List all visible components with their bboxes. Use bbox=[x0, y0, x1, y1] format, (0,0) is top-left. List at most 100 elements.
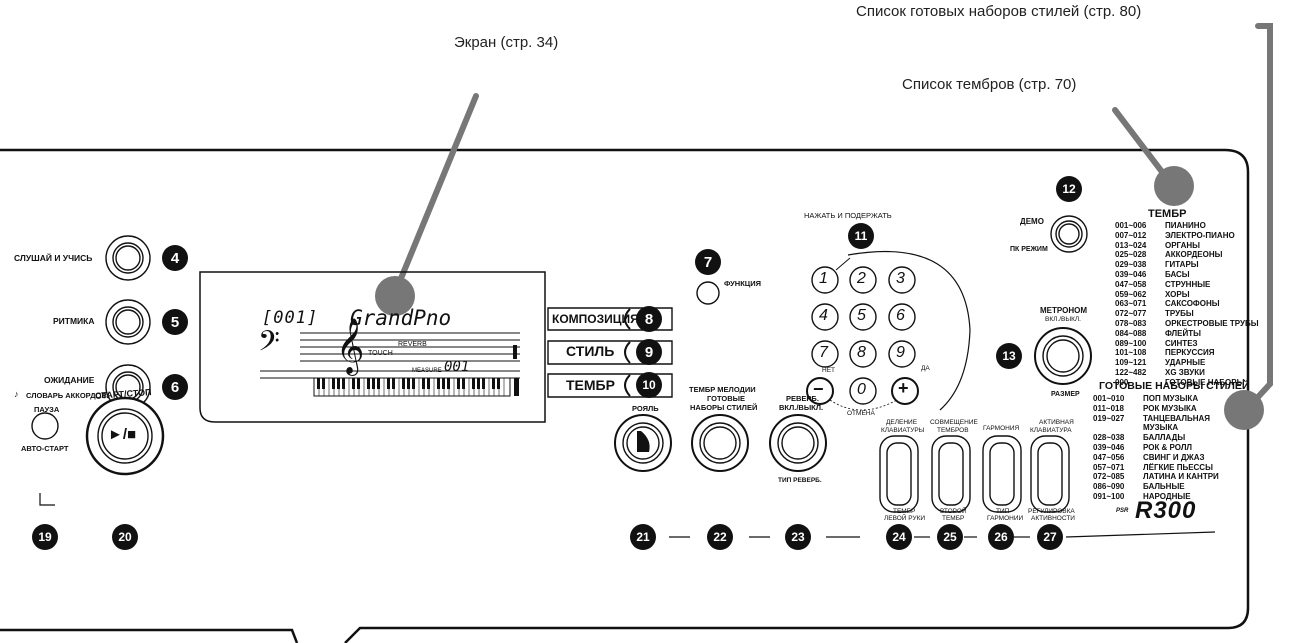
start-stop-button[interactable] bbox=[87, 398, 163, 474]
voice-list-range: 029~038 bbox=[1115, 260, 1147, 270]
reverb-label-1: РЕВЕРБ. bbox=[786, 394, 819, 403]
marker-23: 23 bbox=[785, 524, 811, 550]
style-button-label: СТИЛЬ bbox=[566, 343, 615, 359]
style-list-callout-dot bbox=[1224, 390, 1264, 430]
voice-list-name: ОРГАНЫ bbox=[1165, 240, 1200, 250]
preset-styles-label-1: ГОТОВЫЕ bbox=[707, 394, 745, 403]
style-button[interactable] bbox=[548, 341, 672, 364]
song-button[interactable] bbox=[548, 308, 672, 330]
marker-7: 7 bbox=[695, 249, 721, 275]
keypad-0[interactable]: 0 bbox=[857, 381, 866, 398]
marker-8: 8 bbox=[636, 306, 662, 332]
split-button[interactable] bbox=[880, 436, 918, 512]
touch-label-1: АКТИВНАЯ bbox=[1039, 419, 1074, 426]
style-list-name: РОК МУЗЫКА bbox=[1143, 403, 1197, 413]
voice-list-range: 109~121 bbox=[1115, 358, 1147, 368]
cancel-label: ОТМЕНА bbox=[847, 410, 875, 417]
style-list-name: БАЛЛАДЫ bbox=[1143, 433, 1186, 443]
keypad-3[interactable]: 3 bbox=[896, 270, 905, 287]
style-list-range: 011~018 bbox=[1093, 403, 1124, 413]
function-button[interactable] bbox=[697, 282, 719, 304]
reverb-type-label: ТИП РЕВЕРБ. bbox=[778, 477, 822, 484]
style-list-row: МУЗЫКА bbox=[1093, 423, 1219, 433]
piano-button[interactable] bbox=[615, 415, 671, 471]
metronome-button[interactable] bbox=[1035, 328, 1091, 384]
keypad-6[interactable]: 6 bbox=[896, 307, 905, 324]
pause-button[interactable] bbox=[32, 413, 58, 439]
keypad-5[interactable]: 5 bbox=[857, 307, 866, 324]
dual-button[interactable] bbox=[932, 436, 970, 512]
voice-list-title: ТЕМБР bbox=[1148, 208, 1187, 220]
marker-27: 27 bbox=[1037, 524, 1063, 550]
marker-6: 6 bbox=[162, 374, 188, 400]
pc-mode-label: ПК РЕЖИМ bbox=[1010, 246, 1048, 253]
voice-list-range: 101~108 bbox=[1115, 348, 1147, 358]
keypad-7[interactable]: 7 bbox=[819, 344, 828, 361]
voice-list-name: ОРКЕСТРОВЫЕ ТРУБЫ bbox=[1165, 318, 1259, 328]
rhythm-button[interactable] bbox=[106, 300, 150, 344]
touch-label-2: КЛАВИАТУРА bbox=[1030, 427, 1072, 434]
style-list-name: ЛАТИНА И КАНТРИ bbox=[1143, 472, 1219, 482]
melody-voice-label: ТЕМБР МЕЛОДИИ bbox=[689, 385, 756, 394]
voice-list-range: 063~071 bbox=[1115, 299, 1147, 309]
voice-list-range: 025~028 bbox=[1115, 250, 1147, 260]
voice-list-name: ГОТОВЫЕ НАБОРЫ bbox=[1165, 377, 1245, 387]
demo-label: ДЕМО bbox=[1020, 217, 1044, 226]
touch-adj-label-1: РЕГУЛИРОВКА bbox=[1028, 508, 1075, 515]
marker-9: 9 bbox=[636, 339, 662, 365]
listen-learn-label: СЛУШАЙ И УЧИСЬ bbox=[14, 253, 93, 263]
dual-label-1: СОВМЕЩЕНИЕ bbox=[930, 419, 978, 426]
note-icon: ♪ bbox=[14, 389, 19, 399]
style-list-name: МУЗЫКА bbox=[1143, 423, 1179, 433]
keypad-9[interactable]: 9 bbox=[896, 344, 905, 361]
voice-list-range: 047~058 bbox=[1115, 279, 1147, 289]
harm-type-label-1: ТИП bbox=[996, 508, 1010, 515]
lcd-reverb: REVERB bbox=[398, 341, 427, 348]
keypad-minus[interactable]: − bbox=[813, 379, 824, 399]
listen-learn-button[interactable] bbox=[106, 236, 150, 280]
voice-list-callout-dot bbox=[1154, 166, 1194, 206]
voice-list-range: 013~024 bbox=[1115, 240, 1147, 250]
split-label-2: КЛАВИАТУРЫ bbox=[881, 427, 925, 434]
marker-24: 24 bbox=[886, 524, 912, 550]
play-stop-icon[interactable]: ►/■ bbox=[108, 426, 137, 443]
touch-button[interactable] bbox=[1031, 436, 1069, 512]
style-list-range: 072~085 bbox=[1093, 472, 1125, 482]
dual-voice-label-2: ТЕМБР bbox=[942, 515, 965, 522]
marker-13: 13 bbox=[996, 343, 1022, 369]
voice-list-name: ТРУБЫ bbox=[1165, 309, 1194, 319]
dual-label-2: ТЕМБРОВ bbox=[937, 427, 969, 434]
rhythm-label: РИТМИКА bbox=[53, 316, 95, 326]
demo-button[interactable] bbox=[1051, 216, 1087, 252]
keypad-1[interactable]: 1 bbox=[819, 270, 828, 287]
keypad-plus[interactable]: + bbox=[898, 378, 909, 398]
keypad-2[interactable]: 2 bbox=[857, 270, 866, 287]
style-list-name: ТАНЦЕВАЛЬНАЯ bbox=[1143, 413, 1211, 423]
reverb-button[interactable] bbox=[770, 415, 826, 471]
function-label: ФУНКЦИЯ bbox=[724, 279, 762, 288]
voice-button[interactable] bbox=[548, 374, 672, 397]
harmony-button[interactable] bbox=[983, 436, 1021, 512]
voice-list-row: 013~024 ОРГАНЫ bbox=[1115, 241, 1259, 251]
voice-list-range: 001~006 bbox=[1115, 221, 1147, 230]
style-list-range: 057~071 bbox=[1093, 462, 1125, 472]
style-list-name: БАЛЬНЫЕ bbox=[1143, 482, 1185, 492]
preset-styles-button[interactable] bbox=[692, 415, 748, 471]
left-voice-label-1: ТЕМБР bbox=[893, 508, 916, 515]
voice-list-range: 000 bbox=[1115, 377, 1129, 387]
keypad-4[interactable]: 4 bbox=[819, 307, 828, 324]
keypad-8[interactable]: 8 bbox=[857, 344, 866, 361]
lcd-voice-name: GrandPno bbox=[350, 306, 452, 330]
voice-list-name: САКСОФОНЫ bbox=[1165, 299, 1220, 309]
